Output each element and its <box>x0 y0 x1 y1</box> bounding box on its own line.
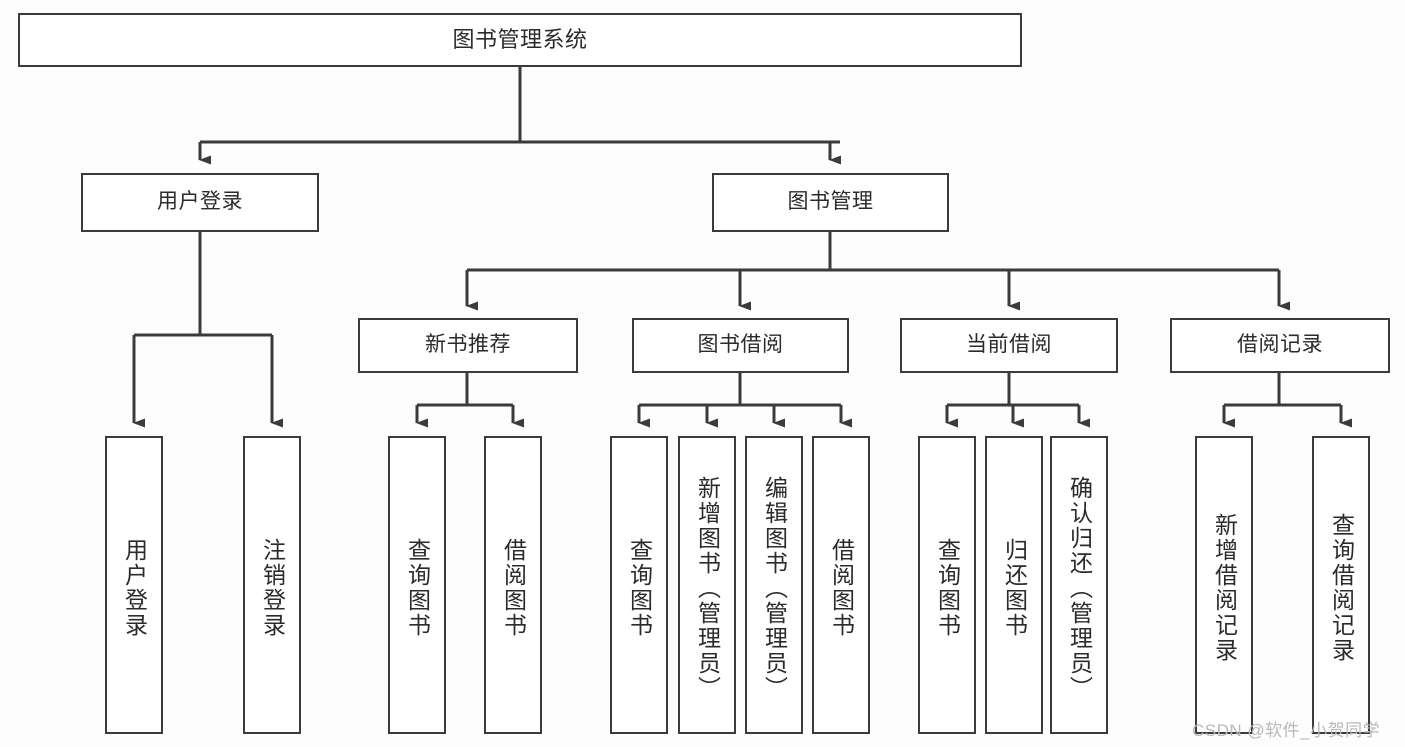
node-label: 查询图书 <box>626 538 653 638</box>
node-book-management[interactable]: 图书管理 <box>712 173 949 232</box>
leaf-user-login[interactable]: 用户登录 <box>105 436 163 734</box>
node-label: 当前借阅 <box>966 333 1052 357</box>
node-label: 归还图书 <box>1001 538 1028 638</box>
node-book-management-system[interactable]: 图书管理系统 <box>18 13 1022 67</box>
leaf-confirm-return-admin[interactable]: 确认归还（管理员） <box>1050 436 1108 734</box>
node-label: 用户登录 <box>157 190 243 214</box>
node-label: 借阅图书 <box>500 538 527 638</box>
node-label: 注销登录 <box>259 538 286 638</box>
node-borrow-record[interactable]: 借阅记录 <box>1170 318 1390 373</box>
node-label: 用户登录 <box>121 538 148 638</box>
leaf-query-book-borrow[interactable]: 查询图书 <box>610 436 668 734</box>
leaf-borrow-book[interactable]: 借阅图书 <box>812 436 870 734</box>
node-label: 图书管理 <box>787 190 874 214</box>
node-label: 编辑图书（管理员） <box>761 475 788 701</box>
node-label: 图书管理系统 <box>452 27 588 53</box>
leaf-add-borrow-record[interactable]: 新增借阅记录 <box>1195 436 1253 734</box>
node-label: 图书借阅 <box>697 333 784 357</box>
leaf-query-book-current[interactable]: 查询图书 <box>918 436 976 734</box>
leaf-logout-login[interactable]: 注销登录 <box>243 436 301 734</box>
csdn-watermark: CSDN @软件_小贺同学 <box>1192 721 1381 740</box>
leaf-query-book-recommend[interactable]: 查询图书 <box>388 436 446 734</box>
node-label: 查询借阅记录 <box>1328 513 1355 663</box>
node-user-login[interactable]: 用户登录 <box>81 173 319 232</box>
node-current-borrow[interactable]: 当前借阅 <box>900 318 1118 373</box>
leaf-edit-book-admin[interactable]: 编辑图书（管理员） <box>745 436 803 734</box>
node-book-borrow[interactable]: 图书借阅 <box>632 318 849 373</box>
node-label: 新书推荐 <box>425 333 511 357</box>
node-label: 借阅图书 <box>828 538 855 638</box>
node-label: 新增图书（管理员） <box>694 475 721 701</box>
node-label: 新增借阅记录 <box>1211 513 1238 663</box>
node-new-book-recommend[interactable]: 新书推荐 <box>358 318 578 373</box>
leaf-query-borrow-record[interactable]: 查询借阅记录 <box>1312 436 1370 734</box>
leaf-add-book-admin[interactable]: 新增图书（管理员） <box>678 436 736 734</box>
leaf-borrow-book-recommend[interactable]: 借阅图书 <box>484 436 542 734</box>
node-label: 查询图书 <box>934 538 961 638</box>
node-label: 借阅记录 <box>1237 333 1323 357</box>
node-label: 确认归还（管理员） <box>1066 475 1093 701</box>
node-label: 查询图书 <box>404 538 431 638</box>
leaf-return-book[interactable]: 归还图书 <box>985 436 1043 734</box>
